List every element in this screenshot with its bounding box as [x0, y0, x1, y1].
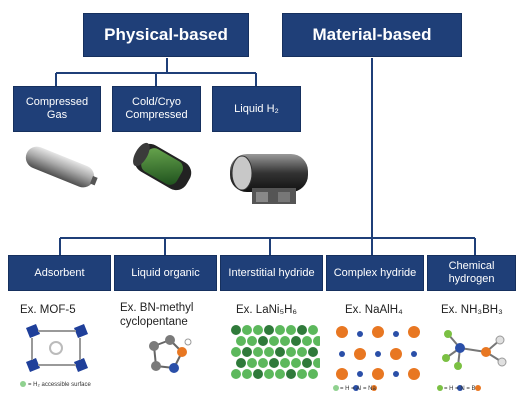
interstitial-hydride-box: Interstitial hydride [220, 255, 323, 291]
lani5h6-structure-image [231, 325, 320, 379]
lattice-atom [286, 347, 296, 357]
lattice-atom [302, 336, 312, 346]
lattice-atom [236, 358, 246, 368]
lattice-atom [308, 347, 318, 357]
chemical-legend-text: = H = N = B [444, 386, 476, 392]
liquid-h2-tank-image [230, 154, 308, 204]
lattice-atom [297, 325, 307, 335]
lattice-atom [253, 369, 263, 379]
lattice-atom [275, 347, 285, 357]
lattice-atom [242, 347, 252, 357]
mof-legend-text: = H₂ accessible surface [28, 382, 92, 388]
lattice-atom [236, 336, 246, 346]
lattice-atom [253, 347, 263, 357]
lattice-atom [258, 336, 268, 346]
liquid-h2-box: Liquid H₂ [212, 86, 301, 132]
mof5-structure-image: = H₂ accessible surface [20, 324, 92, 388]
lattice-atom [297, 347, 307, 357]
lattice-atom [231, 347, 241, 357]
cryo-compressed-tank-image [133, 142, 192, 191]
lattice-atom [231, 369, 241, 379]
lattice-atom [313, 358, 320, 368]
lattice-atom [286, 369, 296, 379]
cold-cryo-compressed-box: Cold/Cryo Compressed [112, 86, 201, 132]
adsorbent-example: Ex. MOF-5 [20, 304, 76, 316]
adsorbent-box: Adsorbent [8, 255, 111, 291]
bn-methyl-cyclopentane-image [149, 335, 192, 373]
lattice-atom [253, 325, 263, 335]
lattice-atom [297, 369, 307, 379]
lattice-atom [269, 358, 279, 368]
complex-example: Ex. NaAlH₄ [345, 304, 403, 316]
lattice-atom [264, 347, 274, 357]
lattice-atom [231, 325, 241, 335]
lattice-atom [247, 336, 257, 346]
compressed-gas-box: Compressed Gas [13, 86, 101, 132]
naalh4-structure-image: = H = Al = Na [333, 326, 420, 392]
liquid-organic-box: Liquid organic [114, 255, 217, 291]
lattice-atom [302, 358, 312, 368]
lattice-atom [280, 358, 290, 368]
lattice-atom [269, 336, 279, 346]
lattice-atom [291, 336, 301, 346]
lattice-atom [313, 336, 320, 346]
lattice-atom [308, 325, 318, 335]
lattice-atom [286, 325, 296, 335]
chemical-hydrogen-box: Chemical hydrogen [427, 255, 516, 291]
lattice-atom [264, 369, 274, 379]
nh3bh3-structure-image: = H = N = B [437, 330, 507, 392]
material-based-box: Material-based [282, 13, 462, 57]
lattice-atom [247, 358, 257, 368]
lattice-atom [264, 325, 274, 335]
lattice-atom [280, 336, 290, 346]
lattice-atom [258, 358, 268, 368]
lattice-atom [242, 325, 252, 335]
chemical-example: Ex. NH₃BH₃ [441, 304, 503, 316]
compressed-gas-tank-image [25, 146, 98, 188]
lattice-atom [242, 369, 252, 379]
lattice-atom [275, 369, 285, 379]
physical-based-box: Physical-based [83, 13, 249, 57]
lattice-atom [291, 358, 301, 368]
interstitial-example: Ex. LaNi₅H₆ [236, 304, 298, 316]
complex-legend-text: = H = Al = Na [340, 386, 377, 392]
liquid-organic-example: Ex. BN-methyl cyclopentane [120, 302, 194, 328]
complex-hydride-box: Complex hydride [326, 255, 424, 291]
lattice-atom [275, 325, 285, 335]
lattice-atom [308, 369, 318, 379]
